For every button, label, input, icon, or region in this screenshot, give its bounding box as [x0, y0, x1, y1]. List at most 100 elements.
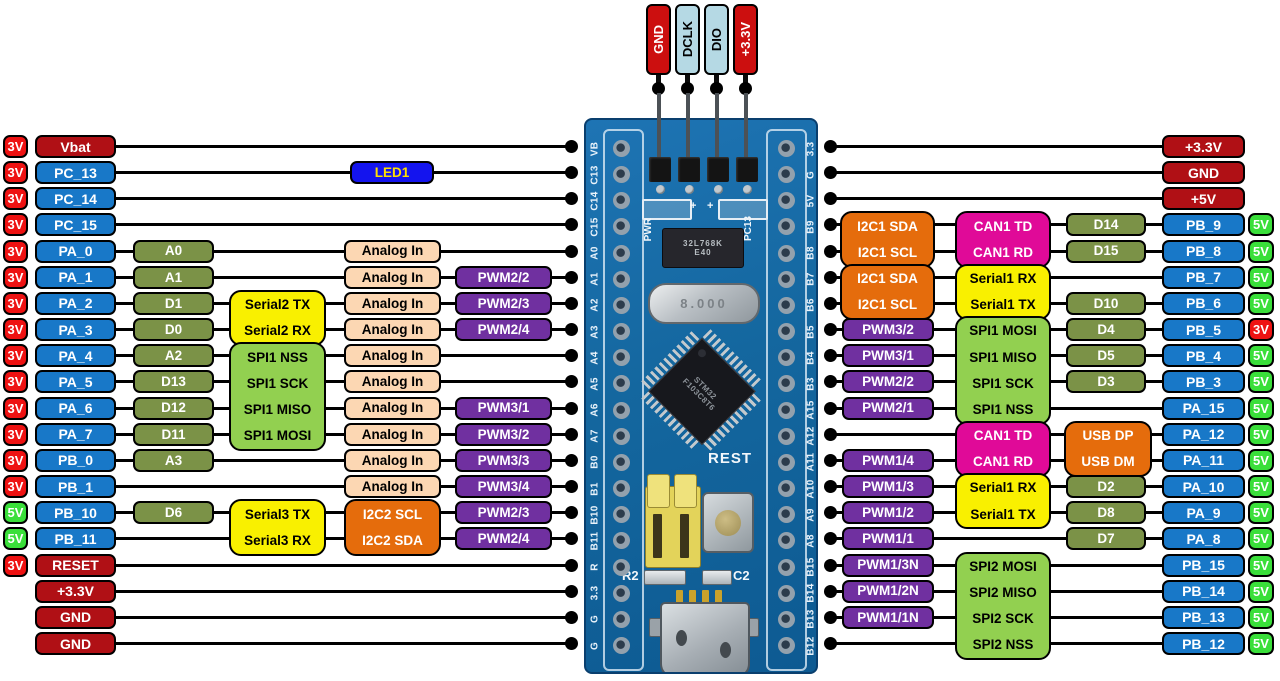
solder-dot: [823, 218, 837, 232]
solder-dot: [564, 506, 578, 520]
pin-pa_3: PA_3: [35, 318, 116, 342]
pin-hole: [612, 480, 630, 498]
header-solder-pin: [743, 185, 752, 194]
pin-pa_9: PA_9: [1162, 501, 1245, 525]
function-group-line: SPI1 SCK: [972, 375, 1034, 391]
pin-hole: [612, 349, 630, 367]
board-edge-label: A15: [805, 400, 817, 420]
function-group-line: SPI2 MOSI: [969, 558, 1037, 574]
wire: [116, 458, 571, 462]
analog-in-box: Analog In: [344, 396, 441, 420]
voltage-badge: 3V: [3, 344, 28, 368]
solder-dot: [823, 427, 837, 441]
solder-dot: [823, 584, 837, 598]
wire: [116, 380, 571, 384]
analog-in-box: Analog In: [344, 265, 441, 289]
function-group-line: CAN1 TD: [973, 218, 1033, 234]
voltage-badge: 5V: [1248, 396, 1274, 420]
header-solder-pin: [714, 185, 723, 194]
pin-hole: [777, 349, 795, 367]
solder-dot: [823, 532, 837, 546]
reset-button-cap: [715, 509, 741, 536]
debug-pin-+3.3v: +3.3V: [733, 4, 758, 75]
pin-pb_0: PB_0: [35, 448, 116, 472]
alias-box: D15: [1066, 239, 1146, 263]
alias-box: A0: [133, 239, 214, 263]
debug-pin-label: DCLK: [680, 21, 695, 58]
header-pin-block: [707, 157, 729, 182]
pin-pb_7: PB_7: [1162, 265, 1245, 289]
solder-dot: [564, 270, 578, 284]
voltage-badge: 3V: [3, 396, 28, 420]
pin-hole: [612, 427, 630, 445]
debug-header-pin: [685, 93, 690, 157]
board-edge-label: A10: [805, 478, 817, 499]
analog-in-box: Analog In: [344, 344, 441, 368]
alias-box: A1: [133, 265, 214, 289]
analog-in-box: Analog In: [344, 475, 441, 499]
smd-led-pc13: [718, 199, 768, 220]
pin-gnd: GND: [35, 605, 116, 629]
rtc-label: 32L768K: [683, 239, 723, 248]
solder-dot: [564, 610, 578, 624]
solder-dot: [823, 480, 837, 494]
function-group-line: Serial2 RX: [244, 323, 311, 339]
pin-hole: [612, 637, 630, 655]
function-group-line: USB DM: [1081, 454, 1135, 470]
voltage-badge: 3V: [3, 239, 28, 263]
function-group-line: I2C1 SDA: [857, 218, 918, 234]
solder-dot: [564, 296, 578, 310]
pin-hole: [777, 401, 795, 419]
solder-dot: [564, 480, 578, 494]
pwm-box: PWM2/1: [842, 396, 934, 420]
wire: [116, 171, 571, 175]
function-group-line: CAN1 TD: [973, 428, 1033, 444]
board-edge-label: B9: [805, 220, 817, 234]
wire: [830, 197, 1163, 201]
solder-dot: [823, 140, 837, 153]
board-edge-label: B4: [805, 351, 817, 365]
solder-dot: [564, 349, 578, 363]
board-edge-label: A12: [805, 426, 817, 446]
micro-usb-connector[interactable]: [660, 602, 750, 672]
function-group-line: Serial1 TX: [970, 506, 1036, 522]
board-edge-label: B6: [805, 298, 817, 313]
wire: [116, 537, 571, 541]
alias-box: D0: [133, 318, 214, 342]
pwm-box: PWM1/3: [842, 475, 934, 499]
board-edge-label: B3: [805, 377, 817, 391]
pin-gnd: GND: [1162, 161, 1245, 185]
mcu-body: STM32 F103C8T6: [648, 337, 756, 446]
function-group-line: Serial1 RX: [969, 271, 1037, 287]
solder-dot: [823, 401, 837, 415]
function-group-line: CAN1 RD: [972, 244, 1033, 260]
debug-pin-dio: DIO: [704, 4, 729, 75]
pin-pa_8: PA_8: [1162, 527, 1245, 551]
function-group: CAN1 TD CAN1 RD: [955, 211, 1051, 268]
solder-dot: [823, 349, 837, 363]
debug-pin-label: +3.3V: [738, 22, 753, 57]
analog-in-box: Analog In: [344, 448, 441, 472]
pin-pa_5: PA_5: [35, 370, 116, 394]
board-edge-label: VB: [589, 141, 601, 156]
wire: [116, 563, 571, 567]
boot-jumper-slot: [680, 514, 689, 558]
pin-hole: [777, 532, 795, 550]
reset-button[interactable]: [702, 492, 754, 553]
pin-hole: [777, 244, 795, 262]
pin-gnd: GND: [35, 632, 116, 656]
voltage-badge: 3V: [1248, 318, 1274, 342]
pin-pa_4: PA_4: [35, 344, 116, 368]
pin-pa_12: PA_12: [1162, 422, 1245, 446]
pin-pa_7: PA_7: [35, 422, 116, 446]
board-edge-label: G: [589, 615, 601, 624]
function-group-line: I2C1 SCL: [857, 244, 918, 260]
solder-dot: [564, 166, 578, 180]
capacitor-c2: [702, 570, 732, 585]
usb-pin: [689, 590, 696, 603]
board-edge-label: G: [589, 641, 601, 650]
alias-box: A2: [133, 344, 214, 368]
wire: [116, 145, 571, 148]
